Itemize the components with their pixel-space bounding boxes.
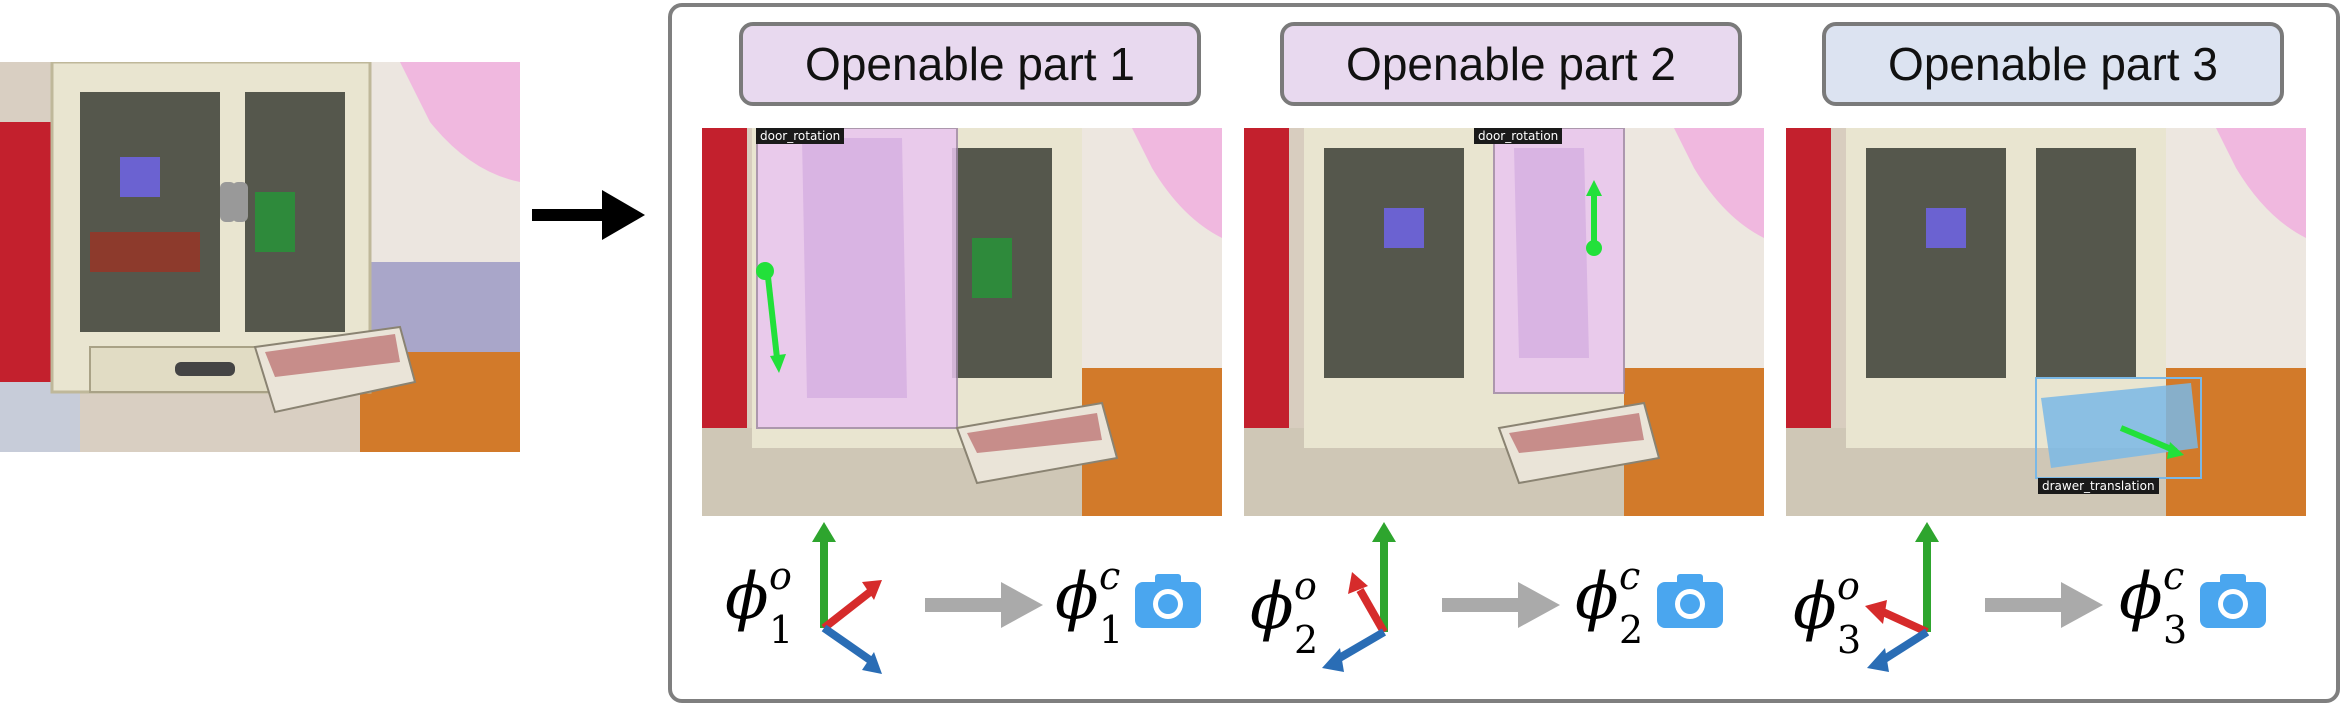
phi-superscript: c [1099, 554, 1121, 598]
phi-object-1: ϕ o 1 [725, 554, 793, 652]
phi-subscript: 1 [1099, 608, 1124, 652]
axes-icon-2 [1322, 522, 1396, 672]
part-label-2: Openable part 2 [1280, 22, 1742, 106]
phi-subscript: 2 [1294, 618, 1319, 662]
tag-2: door_rotation [1474, 128, 1563, 144]
camera-icon [1135, 574, 1201, 628]
segmentation-panel-1: door_rotation [702, 128, 1222, 516]
input-photo [0, 62, 520, 452]
phi-object-2: ϕ o 2 [1250, 564, 1318, 662]
part-label-3-text: Openable part 3 [1888, 38, 2218, 90]
right-arrow-icon [925, 582, 1043, 628]
axes-icon-1 [812, 522, 882, 674]
segmentation-panel-3: drawer_translation [1786, 128, 2306, 516]
segmentation-panel-2: door_rotation [1244, 128, 1764, 516]
tag-1: door_rotation [756, 128, 845, 144]
pose-row-3: ϕ o 3 ϕ c 3 [1793, 520, 2273, 690]
phi-subscript: 3 [2163, 608, 2188, 652]
right-arrow-icon [530, 180, 650, 250]
phi-camera-3: ϕ c 3 [2119, 554, 2187, 652]
phi-camera-2: ϕ c 2 [1575, 554, 1643, 652]
phi-symbol: ϕ [725, 560, 769, 634]
part-label-1-text: Openable part 1 [805, 38, 1135, 90]
phi-subscript: 2 [1619, 608, 1644, 652]
phi-symbol: ϕ [2119, 560, 2163, 634]
right-arrow-icon [1442, 582, 1560, 628]
part-label-3: Openable part 3 [1822, 22, 2284, 106]
phi-superscript: c [1619, 554, 1641, 598]
tag-3: drawer_translation [2038, 478, 2159, 494]
part-label-1: Openable part 1 [739, 22, 1201, 106]
phi-object-3: ϕ o 3 [1793, 564, 1861, 662]
phi-symbol: ϕ [1250, 570, 1294, 644]
pose-row-1: ϕ o 1 ϕ c 1 [725, 520, 1205, 690]
phi-camera-1: ϕ c 1 [1055, 554, 1123, 652]
phi-symbol: ϕ [1793, 570, 1837, 644]
part-label-2-text: Openable part 2 [1346, 38, 1676, 90]
phi-subscript: 1 [769, 608, 794, 652]
phi-subscript: 3 [1837, 618, 1862, 662]
right-arrow-icon [1985, 582, 2103, 628]
camera-icon [2200, 574, 2266, 628]
results-frame [668, 3, 2340, 703]
axes-icon-3 [1865, 522, 1939, 672]
camera-icon [1657, 574, 1723, 628]
phi-symbol: ϕ [1055, 560, 1099, 634]
phi-superscript: o [1837, 564, 1860, 608]
pose-row-2: ϕ o 2 ϕ c 2 [1250, 520, 1730, 690]
phi-superscript: c [2163, 554, 2185, 598]
phi-superscript: o [1294, 564, 1317, 608]
phi-symbol: ϕ [1575, 560, 1619, 634]
phi-superscript: o [769, 554, 792, 598]
